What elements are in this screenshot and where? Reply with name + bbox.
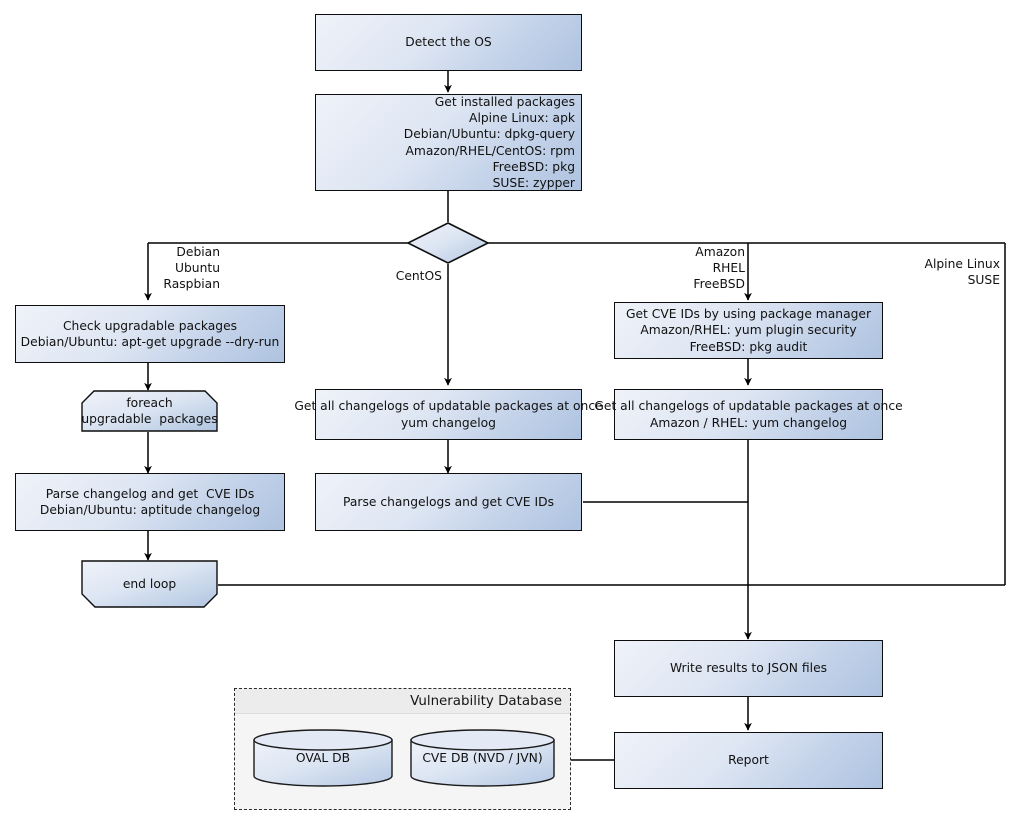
edge-label-alpine: Alpine Linux SUSE <box>924 257 1000 288</box>
node-foreach-loop[interactable]: foreach upgradable packages <box>81 390 218 432</box>
edge-label-debian: Debian Ubuntu Raspbian <box>163 245 220 292</box>
node-parse-changelogs-centos-label: Parse changelogs and get CVE IDs <box>343 494 554 509</box>
edge-label-centos: CentOS <box>395 269 442 283</box>
node-get-installed-packages[interactable]: Get installed packages Alpine Linux: apk… <box>315 94 582 191</box>
node-detect-os[interactable]: Detect the OS <box>315 14 582 71</box>
node-detect-os-label: Detect the OS <box>405 35 492 50</box>
node-parse-changelog-debian[interactable]: Parse changelog and get CVE IDs Debian/U… <box>15 473 285 531</box>
edge-label-amazon: Amazon RHEL FreeBSD <box>693 245 745 292</box>
vulnerability-database-group: Vulnerability Database OVAL DB <box>234 688 571 810</box>
database-oval-db-label: OVAL DB <box>295 751 351 765</box>
node-get-installed-packages-label: Get installed packages Alpine Linux: apk… <box>403 94 575 190</box>
database-oval-db[interactable]: OVAL DB <box>253 729 393 787</box>
node-end-loop[interactable]: end loop <box>81 560 218 608</box>
node-report[interactable]: Report <box>614 732 883 789</box>
node-parse-changelogs-centos[interactable]: Parse changelogs and get CVE IDs <box>315 473 582 531</box>
node-os-decision[interactable] <box>406 222 490 264</box>
vulnerability-database-title: Vulnerability Database <box>235 689 570 714</box>
node-changelogs-amazon-label: Get all changelogs of updatable packages… <box>594 399 903 430</box>
node-foreach-loop-label: foreach upgradable packages <box>81 395 218 426</box>
database-cve-db-label: CVE DB (NVD / JVN) <box>422 751 543 765</box>
node-write-json-label: Write results to JSON files <box>669 661 828 676</box>
node-changelogs-amazon[interactable]: Get all changelogs of updatable packages… <box>594 389 903 440</box>
node-check-upgradable-label: Check upgradable packages Debian/Ubuntu:… <box>20 318 280 349</box>
node-get-cve-package-manager-label: Get CVE IDs by using package manager Ama… <box>625 307 872 354</box>
node-report-label: Report <box>728 753 769 768</box>
node-changelogs-centos-label: Get all changelogs of updatable packages… <box>294 399 603 430</box>
node-end-loop-label: end loop <box>122 576 177 591</box>
node-parse-changelog-debian-label: Parse changelog and get CVE IDs Debian/U… <box>39 486 261 517</box>
database-cve-db[interactable]: CVE DB (NVD / JVN) <box>410 729 555 787</box>
node-write-json[interactable]: Write results to JSON files <box>614 640 883 697</box>
node-check-upgradable[interactable]: Check upgradable packages Debian/Ubuntu:… <box>15 305 285 363</box>
node-get-cve-package-manager[interactable]: Get CVE IDs by using package manager Ama… <box>614 302 883 359</box>
node-changelogs-centos[interactable]: Get all changelogs of updatable packages… <box>294 389 603 440</box>
